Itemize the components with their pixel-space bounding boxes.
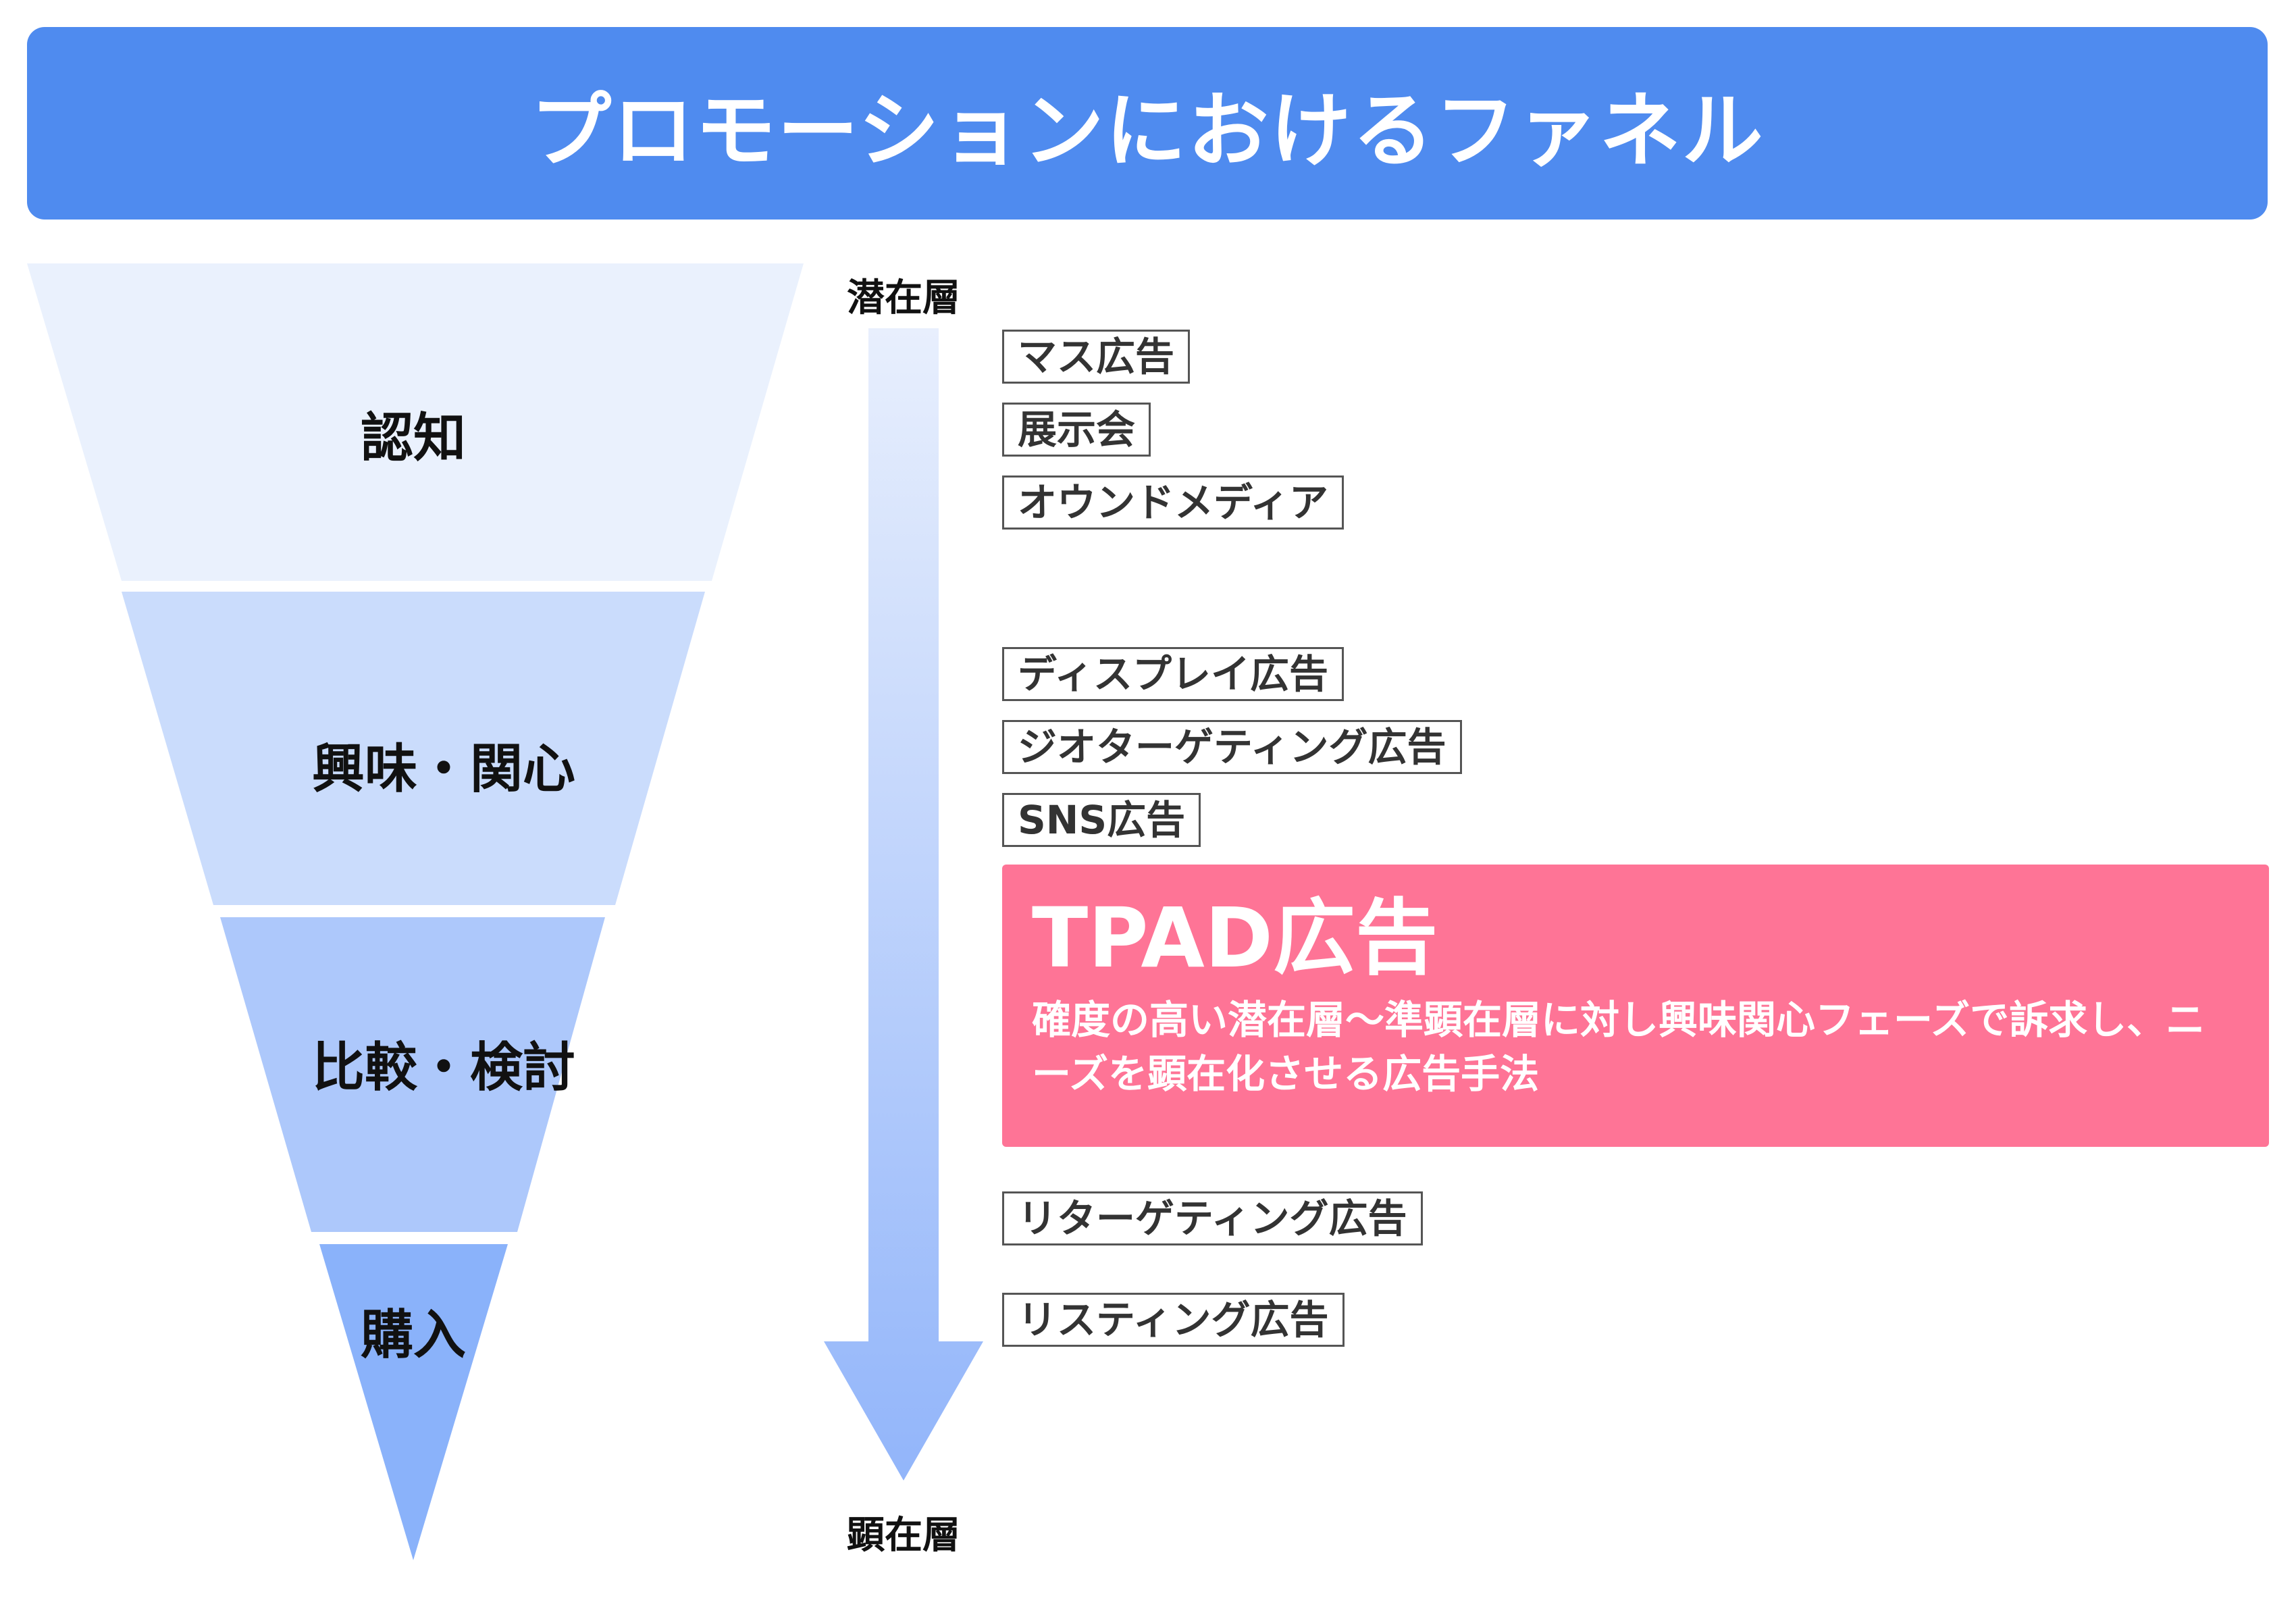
channel-mass-ads: マス広告 xyxy=(1002,330,1191,384)
stage-label-purchase: 購入 xyxy=(360,1305,466,1366)
axis-label-latent: 潜在層 xyxy=(847,276,960,320)
funnel-stage-awareness xyxy=(27,263,804,581)
stage-label-interest: 興味・関心 xyxy=(312,739,576,800)
channel-geotargeting-ads: ジオターゲティング広告 xyxy=(1002,720,1462,774)
funnel-stage-purchase xyxy=(319,1244,508,1560)
title-bar: プロモーションにおけるファネル xyxy=(27,27,2268,220)
channel-listing-ads: リスティング広告 xyxy=(1002,1293,1345,1347)
tpad-highlight-box: TPAD広告 確度の高い潜在層〜準顕在層に対し興味関心フェーズで訴求し、ニーズを… xyxy=(1002,865,2269,1147)
channel-retargeting-ads: リターゲティング広告 xyxy=(1002,1191,1423,1245)
down-arrow xyxy=(824,328,983,1481)
channel-owned-media: オウンドメディア xyxy=(1002,475,1344,530)
stage-label-awareness: 認知 xyxy=(360,408,466,469)
tpad-title: TPAD広告 xyxy=(1032,890,1438,986)
channel-exhibition: 展示会 xyxy=(1002,403,1151,457)
page-title: プロモーションにおけるファネル xyxy=(530,84,1765,178)
axis-label-manifest: 顕在層 xyxy=(847,1514,960,1558)
channel-display-ads: ディスプレイ広告 xyxy=(1002,647,1344,701)
funnel-stage-comparison xyxy=(220,917,605,1232)
tpad-description: 確度の高い潜在層〜準顕在層に対し興味関心フェーズで訴求し、ニーズを顕在化させる広… xyxy=(1032,997,2206,1097)
channel-sns-ads: SNS広告 xyxy=(1002,793,1201,847)
funnel-stage-interest xyxy=(122,592,705,905)
stage-label-comparison: 比較・検討 xyxy=(312,1037,576,1098)
